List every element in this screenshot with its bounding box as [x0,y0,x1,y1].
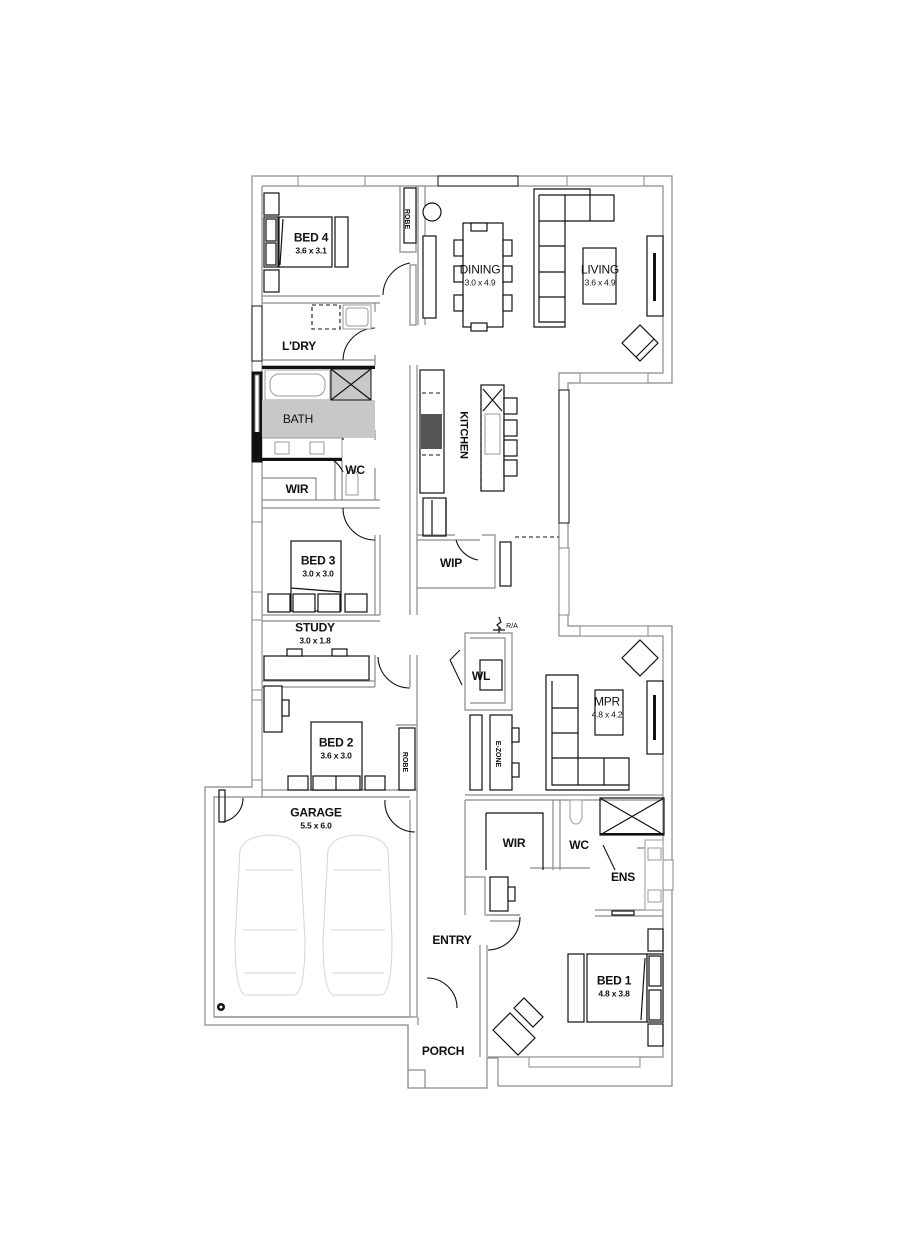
room-name: L'DRY [281,339,317,353]
room-label-wir-right: WIR [503,837,526,849]
room-dimensions: 4.8 x 4.2 [591,709,623,720]
room-name: ROBE [401,751,408,773]
room-label-wc-left: WC [345,464,365,476]
room-name: WIR [285,482,309,496]
garage-cars [217,834,393,1011]
room-name: BED 4 [293,230,329,245]
bed1-furniture [492,928,664,1056]
room-name: WC [345,463,365,477]
room-label-wip: WIP [440,557,462,569]
windows [251,175,674,1068]
room-dimensions: 3.0 x 3.0 [302,568,334,579]
room-dimensions: 3.6 x 4.9 [584,277,616,288]
room-name: KITCHEN [457,411,470,459]
room-label-study: STUDY 3.0 x 1.8 [295,621,335,645]
room-label-ezone: E-ZONE [492,741,508,767]
room-label-porch: PORCH [421,1044,465,1058]
room-label-bed4: BED 4 3.6 x 3.1 [293,230,329,256]
room-name: STUDY [295,620,335,635]
dining-living-furniture [422,188,664,362]
room-label-wl: WL [472,670,490,682]
room-label-bed3: BED 3 3.0 x 3.0 [300,553,336,579]
room-name: ROBE [403,208,410,230]
bed3-study-bed2-furniture [263,540,416,791]
room-dimensions: 3.0 x 1.8 [299,635,331,646]
room-label-bath: BATH [282,412,314,426]
room-name: R/A [506,623,518,630]
room-label-ens: ENS [611,871,635,883]
room-dimensions: 3.0 x 4.9 [464,277,496,288]
room-name: DINING [459,262,501,277]
room-label-kitchen: KITCHEN [457,411,470,459]
room-label-wc-right: WC [569,839,589,851]
room-label-robe-mid: ROBE [399,752,415,772]
room-label-living: LIVING 3.6 x 4.9 [581,263,619,287]
room-label-mpr: MPR 4.8 x 4.2 [592,695,623,719]
ezone-mpr-furniture [469,639,664,791]
room-name: E-ZONE [494,740,501,768]
room-label-dining: DINING 3.0 x 4.9 [460,263,501,287]
room-name: WIP [439,556,463,570]
room-dimensions: 4.8 x 3.8 [598,988,630,999]
room-label-bed2: BED 2 3.6 x 3.0 [318,735,354,761]
room-name: PORCH [421,1044,465,1058]
room-name: MPR [593,694,621,709]
room-label-garage: GARAGE 5.5 x 6.0 [290,805,342,831]
room-name: WL [471,669,491,683]
room-label-entry: ENTRY [432,934,471,946]
room-dimensions: 5.5 x 6.0 [300,820,332,831]
ensuite-wir-fixtures [485,797,665,916]
room-label-ra: R/A [506,616,518,632]
laundry-bath-fixtures [254,304,375,496]
room-name: WIR [502,836,526,850]
room-label-laundry: L'DRY [282,340,316,352]
room-name: ENTRY [432,933,472,947]
room-name: WC [569,838,589,852]
room-label-wir-left: WIR [286,483,309,495]
room-name: GARAGE [290,805,342,820]
ra-arrow-icon [493,616,505,633]
room-name: LIVING [580,262,620,277]
room-name: BED 1 [596,973,632,988]
room-dimensions: 3.6 x 3.1 [295,245,327,256]
room-name: BED 3 [300,553,336,568]
room-name: ENS [610,870,636,884]
room-name: BED 2 [318,735,354,750]
room-label-robe-top: ROBE [401,209,417,229]
room-dimensions: 3.6 x 3.0 [320,750,352,761]
bed4-furniture [263,187,417,293]
kitchen-fixtures [419,369,559,587]
room-label-bed1: BED 1 4.8 x 3.8 [596,973,632,999]
room-name: BATH [282,412,314,426]
